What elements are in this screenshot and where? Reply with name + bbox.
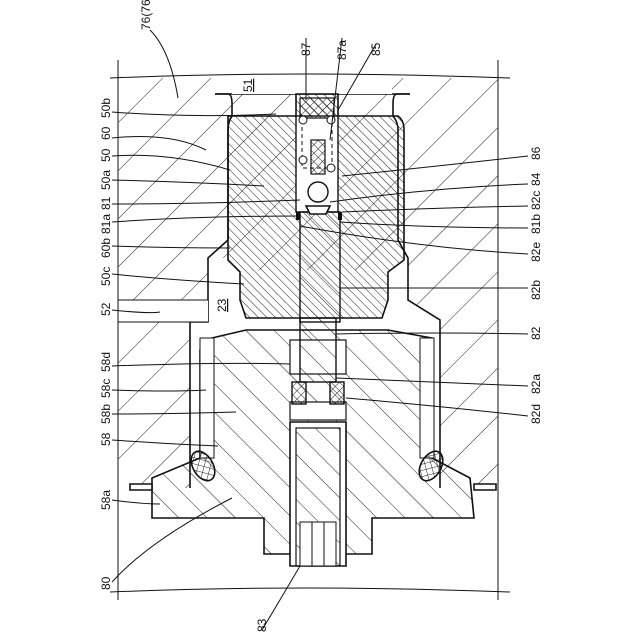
- label-52: 52: [99, 302, 113, 316]
- label-60b: 60b: [99, 238, 113, 258]
- label-82e: 82e: [529, 242, 543, 262]
- label-85: 85: [369, 42, 383, 56]
- label-81: 81: [99, 196, 113, 210]
- label-60: 60: [99, 126, 113, 140]
- label-76: 76(76a): [139, 0, 153, 30]
- label-50c: 50c: [99, 267, 113, 286]
- label-82a: 82a: [529, 374, 543, 394]
- label-23: 23: [215, 298, 229, 312]
- label-84: 84: [529, 172, 543, 186]
- label-82d: 82d: [529, 404, 543, 424]
- label-80: 80: [99, 576, 113, 590]
- shaft-82: [300, 318, 336, 382]
- label-50: 50: [99, 148, 113, 162]
- label-58: 58: [99, 432, 113, 446]
- label-81b: 81b: [529, 214, 543, 234]
- label-87a: 87a: [335, 40, 349, 60]
- label-82b: 82b: [529, 280, 543, 300]
- label-82: 82: [529, 326, 543, 340]
- label-87: 87: [299, 42, 313, 56]
- label-58d: 58d: [99, 352, 113, 372]
- label-58a: 58a: [99, 490, 113, 510]
- label-51: 51: [241, 78, 255, 92]
- label-50a: 50a: [99, 170, 113, 190]
- label-58b: 58b: [99, 404, 113, 424]
- label-83: 83: [255, 618, 269, 632]
- label-58c: 58c: [99, 379, 113, 398]
- label-82c: 82c: [529, 191, 543, 210]
- label-50b-top: 50b: [99, 98, 113, 118]
- label-81a: 81a: [99, 214, 113, 234]
- label-86: 86: [529, 146, 543, 160]
